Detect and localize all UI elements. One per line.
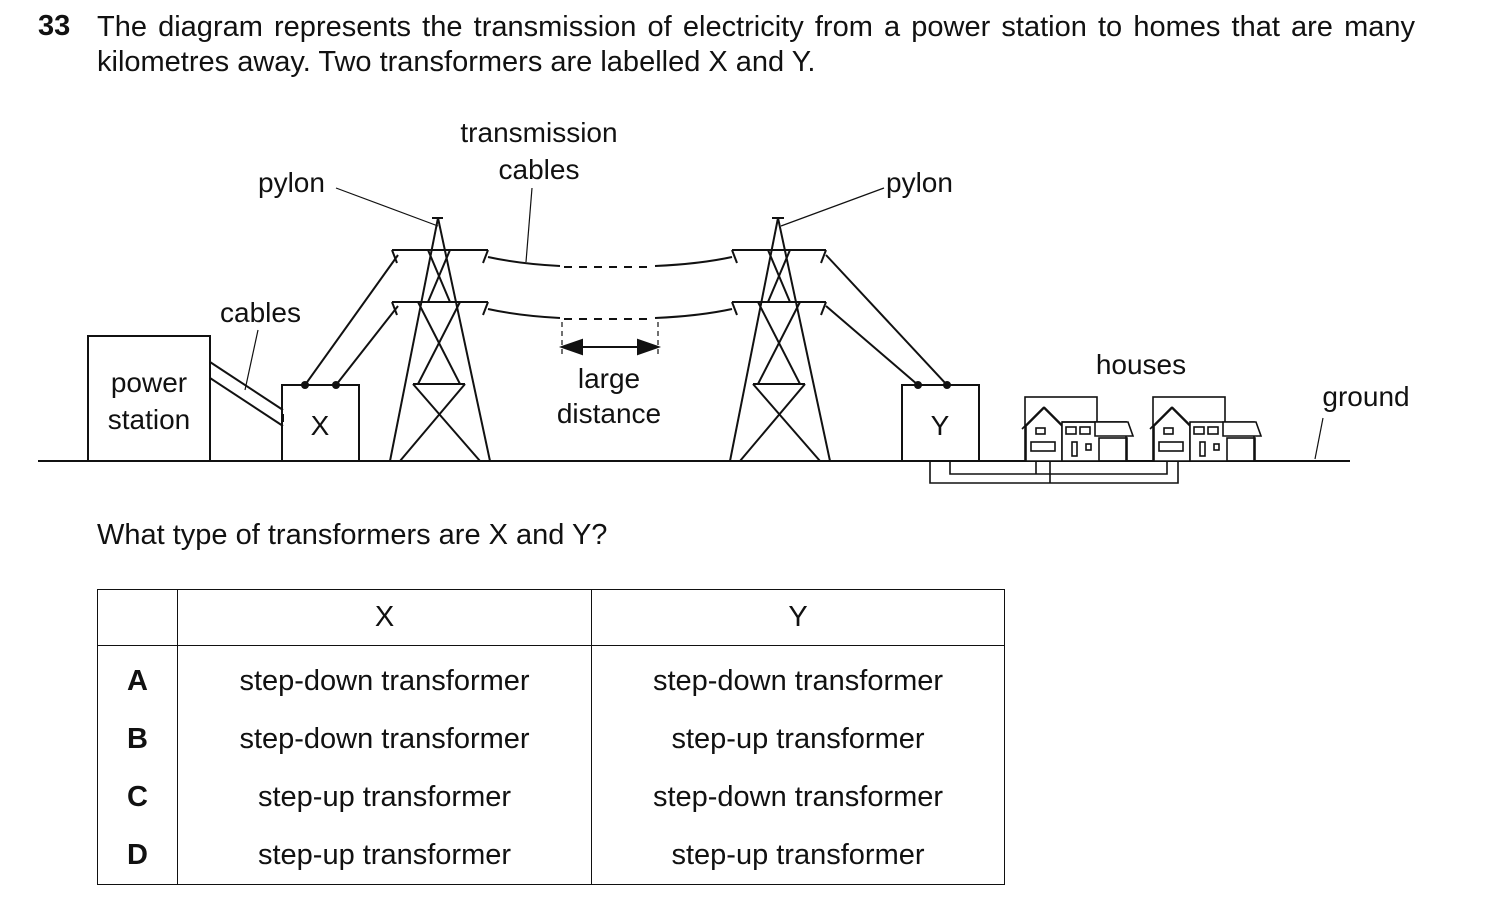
transmission-diagram: pylon transmission cables pylon cables p…	[38, 117, 1410, 484]
question-prompt: What type of transformers are X and Y?	[97, 519, 608, 551]
transformer-x-box	[281, 384, 360, 462]
transmission-cables-leader	[525, 187, 533, 263]
house-1	[1021, 396, 1135, 462]
label-power: power	[111, 367, 187, 398]
label-station: station	[108, 404, 191, 435]
option-letter: D	[97, 826, 178, 885]
option-y-type: step-up transformer	[591, 710, 1005, 768]
option-letter: A	[97, 645, 178, 710]
ground-leader	[1314, 417, 1324, 460]
header-x: X	[177, 589, 592, 646]
answer-table: X Y A step-down transformer step-down tr…	[97, 589, 1005, 885]
label-large: large	[578, 363, 640, 394]
label-distance: distance	[557, 398, 661, 429]
option-y-type: step-down transformer	[591, 645, 1005, 710]
label-transformer-y: Y	[931, 410, 950, 441]
pylon-left-leader	[335, 187, 439, 227]
option-y-type: step-up transformer	[591, 826, 1005, 885]
pylon-left	[389, 217, 491, 462]
option-row-a[interactable]: A step-down transformer step-down transf…	[97, 645, 1005, 710]
option-x-type: step-down transformer	[177, 645, 592, 710]
label-ground: ground	[1322, 381, 1409, 412]
label-pylon-left: pylon	[258, 167, 325, 198]
option-x-type: step-up transformer	[177, 826, 592, 885]
label-houses: houses	[1096, 349, 1186, 380]
label-cables-top: cables	[499, 154, 580, 185]
house-2	[1149, 396, 1263, 462]
option-letter: C	[97, 768, 178, 826]
power-station-cables	[209, 361, 284, 427]
header-blank	[97, 589, 178, 646]
label-pylon-right: pylon	[886, 167, 953, 198]
cables-leader	[244, 329, 259, 391]
header-y: Y	[591, 589, 1005, 646]
answer-table-header: X Y	[97, 589, 1005, 646]
option-x-type: step-up transformer	[177, 768, 592, 826]
transmission-cables	[487, 256, 733, 320]
option-y-type: step-down transformer	[591, 768, 1005, 826]
option-x-type: step-down transformer	[177, 710, 592, 768]
label-transformer-x: X	[311, 410, 330, 441]
option-row-d[interactable]: D step-up transformer step-up transforme…	[97, 826, 1005, 885]
label-cables: cables	[220, 297, 301, 328]
option-row-c[interactable]: C step-up transformer step-down transfor…	[97, 768, 1005, 826]
power-station-building	[87, 335, 211, 462]
option-row-b[interactable]: B step-down transformer step-up transfor…	[97, 710, 1005, 768]
question-text: The diagram represents the transmission …	[97, 11, 1415, 78]
option-letter: B	[97, 710, 178, 768]
large-distance-arrow	[558, 322, 662, 358]
label-transmission: transmission	[460, 117, 617, 148]
transformer-y-box	[901, 384, 980, 462]
pylon-right	[729, 217, 831, 462]
pylon-right-leader	[780, 187, 885, 227]
underground-cables	[929, 461, 1179, 484]
question-number: 33	[38, 10, 71, 42]
